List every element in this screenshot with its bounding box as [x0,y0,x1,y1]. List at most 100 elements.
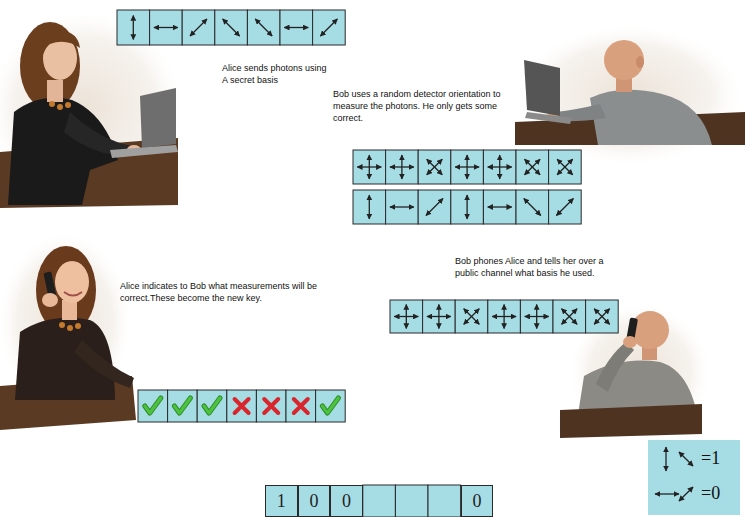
hand [623,336,637,348]
polarization-arrow [556,199,573,216]
laptop-base [110,145,178,158]
table-cell [451,150,484,184]
key-bit: 0 [473,491,482,511]
photo-ground [0,8,185,208]
check-mark [204,398,220,413]
polarization-arrow [401,155,402,179]
necklace [75,323,81,329]
photo-ground [0,230,133,414]
table-cell [138,390,168,422]
check-mark [322,398,338,413]
polarization-arrow [594,309,610,325]
ear [636,56,644,68]
arm [74,340,134,388]
caption-text: Bob uses a random detector orientation t… [333,88,511,124]
arm [596,342,634,392]
hand [42,293,58,307]
polarization-arrow [488,206,512,207]
caption-text: Bob phones Alice and tells her over a pu… [455,255,615,279]
table-cell [227,390,257,422]
photo-ground [515,23,745,167]
polarization-arrow [524,199,541,216]
neck [62,300,77,320]
polarization-arrow [390,206,414,207]
table-cell [586,300,619,333]
check-mark [145,398,161,413]
table-cell [316,390,346,422]
polarization-arrow [679,487,693,501]
necklace [59,322,65,328]
necklace [57,104,63,110]
polarization-arrow [406,305,407,329]
caption-text: Alice sends photons using A secret basis [222,62,334,86]
smile [64,292,82,296]
table-cell [520,300,553,333]
table-cell [516,190,549,224]
table-cell [553,300,586,333]
table-cell [117,10,150,45]
key-cell: 0 [298,485,331,517]
neck [47,80,63,102]
table-cell [386,150,419,184]
table-cell [247,10,280,45]
polarization-arrow [499,155,500,179]
table-cell [390,300,423,333]
table-cell [418,190,451,224]
necklace [49,101,55,107]
key-cell: 0 [330,485,363,517]
key-cell: 0 [461,485,494,517]
people-photos [0,8,745,442]
legend-text: =1 [701,447,720,469]
face [55,261,89,303]
check-mark [174,398,190,413]
cross-mark [294,399,308,413]
polarization-arrow [464,309,480,325]
polarization-arrow [190,19,207,36]
table-cell [483,150,516,184]
polarization-arrow [557,159,573,175]
polarization-arrow [255,19,272,36]
polarization-arrow [655,493,679,494]
table-cell [182,10,215,45]
polarization-arrow [562,309,578,325]
laptop-screen [524,60,560,116]
polarization-arrow [525,159,541,175]
polarization-arrow [466,155,467,179]
head [604,40,644,80]
check-mark [145,398,161,413]
laptop-screen [140,88,176,148]
caption-text: Alice indicates to Bob what measurements… [120,280,340,304]
polarization-arrow [438,305,439,329]
hair [36,30,80,70]
necklace [65,102,71,108]
table-cell [455,300,488,333]
table-cell [363,485,396,517]
polarization-arrow [369,195,370,219]
necklace [67,325,73,331]
desk [560,404,702,438]
hair [20,22,80,110]
polarization-arrow [154,27,178,28]
key-bit: 1 [277,491,286,511]
polarization-arrow [536,305,537,329]
table-cell [516,150,549,184]
check-mark [174,398,190,413]
polarization-arrow [284,27,308,28]
polarization-arrow [426,199,443,216]
table-cell [197,390,227,422]
polarization-arrow [464,309,480,325]
laptop-base [525,112,572,124]
table-cell [150,10,183,45]
key-bit: 0 [342,491,351,511]
polarization-arrow [525,159,541,175]
table-cell [418,150,451,184]
key-bit: 0 [309,491,318,511]
polarization-arrow [557,159,573,175]
key-cell: 1 [265,485,298,517]
table-cell [386,190,419,224]
polarization-arrow [369,155,370,179]
cross-mark [235,399,249,413]
polarization-arrow [427,159,443,175]
